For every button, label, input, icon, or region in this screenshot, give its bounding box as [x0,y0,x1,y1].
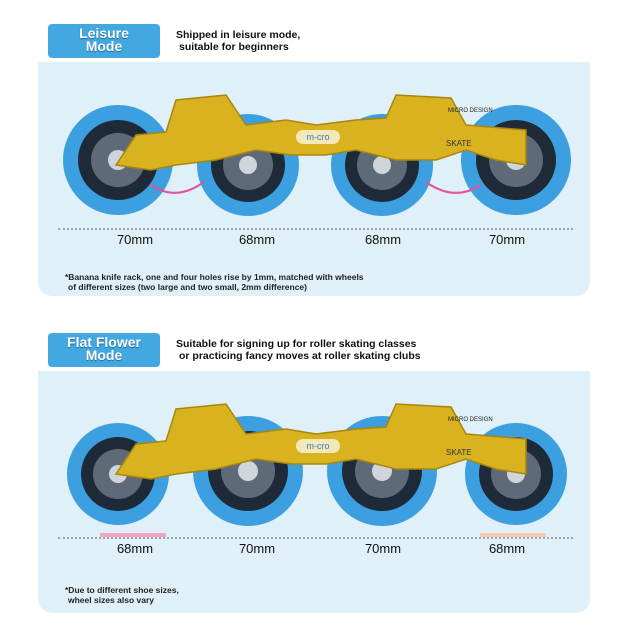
measure-line [58,537,573,539]
measure-line [58,228,573,230]
wheel-size-1: 70mm [116,232,154,247]
tab-title-line1: Flat Flower [67,334,141,350]
tab-title-line2: Mode [85,347,123,363]
size-marker-pink [100,533,166,537]
pink-arrow-icon [150,181,205,194]
svg-text:MICRO DESIGN: MICRO DESIGN [448,108,493,114]
svg-text:SKATE: SKATE [446,448,472,457]
leisure-mode-tab: Leisure Mode [48,24,160,58]
leisure-mode-panel: Leisure Mode Shipped in leisure mode, su… [38,18,590,296]
flat-flower-mode-panel: Flat Flower Mode Suitable for signing up… [38,327,590,613]
wheel-size-3: 68mm [364,232,402,247]
wheel-size-4: 68mm [488,541,526,556]
leisure-skate-frame-image: m-cro MICRO DESIGN SKATE [63,94,571,216]
svg-text:MICRO DESIGN: MICRO DESIGN [448,417,493,423]
svg-text:m-cro: m-cro [307,132,330,142]
size-marker-peach [480,533,546,537]
wheel-size-4: 70mm [488,232,526,247]
leisure-note: *Banana knife rack, one and four holes r… [65,272,364,292]
flat-flower-mode-description: Suitable for signing up for roller skati… [176,338,421,362]
flat-flower-mode-tab: Flat Flower Mode [48,333,160,367]
tab-title-line1: Leisure [79,25,129,41]
pink-arrow-icon [425,181,482,194]
wheel-size-3: 70mm [364,541,402,556]
wheel-size-2: 70mm [238,541,276,556]
svg-text:m-cro: m-cro [307,441,330,451]
tab-title-line2: Mode [85,38,123,54]
wheel-size-1: 68mm [116,541,154,556]
leisure-mode-description: Shipped in leisure mode, suitable for be… [176,29,301,53]
wheel-size-2: 68mm [238,232,276,247]
svg-text:SKATE: SKATE [446,139,472,148]
flat-skate-frame-image: m-cro MICRO DESIGN SKATE [67,403,567,526]
flat-note: *Due to different shoe sizes, wheel size… [65,585,179,605]
